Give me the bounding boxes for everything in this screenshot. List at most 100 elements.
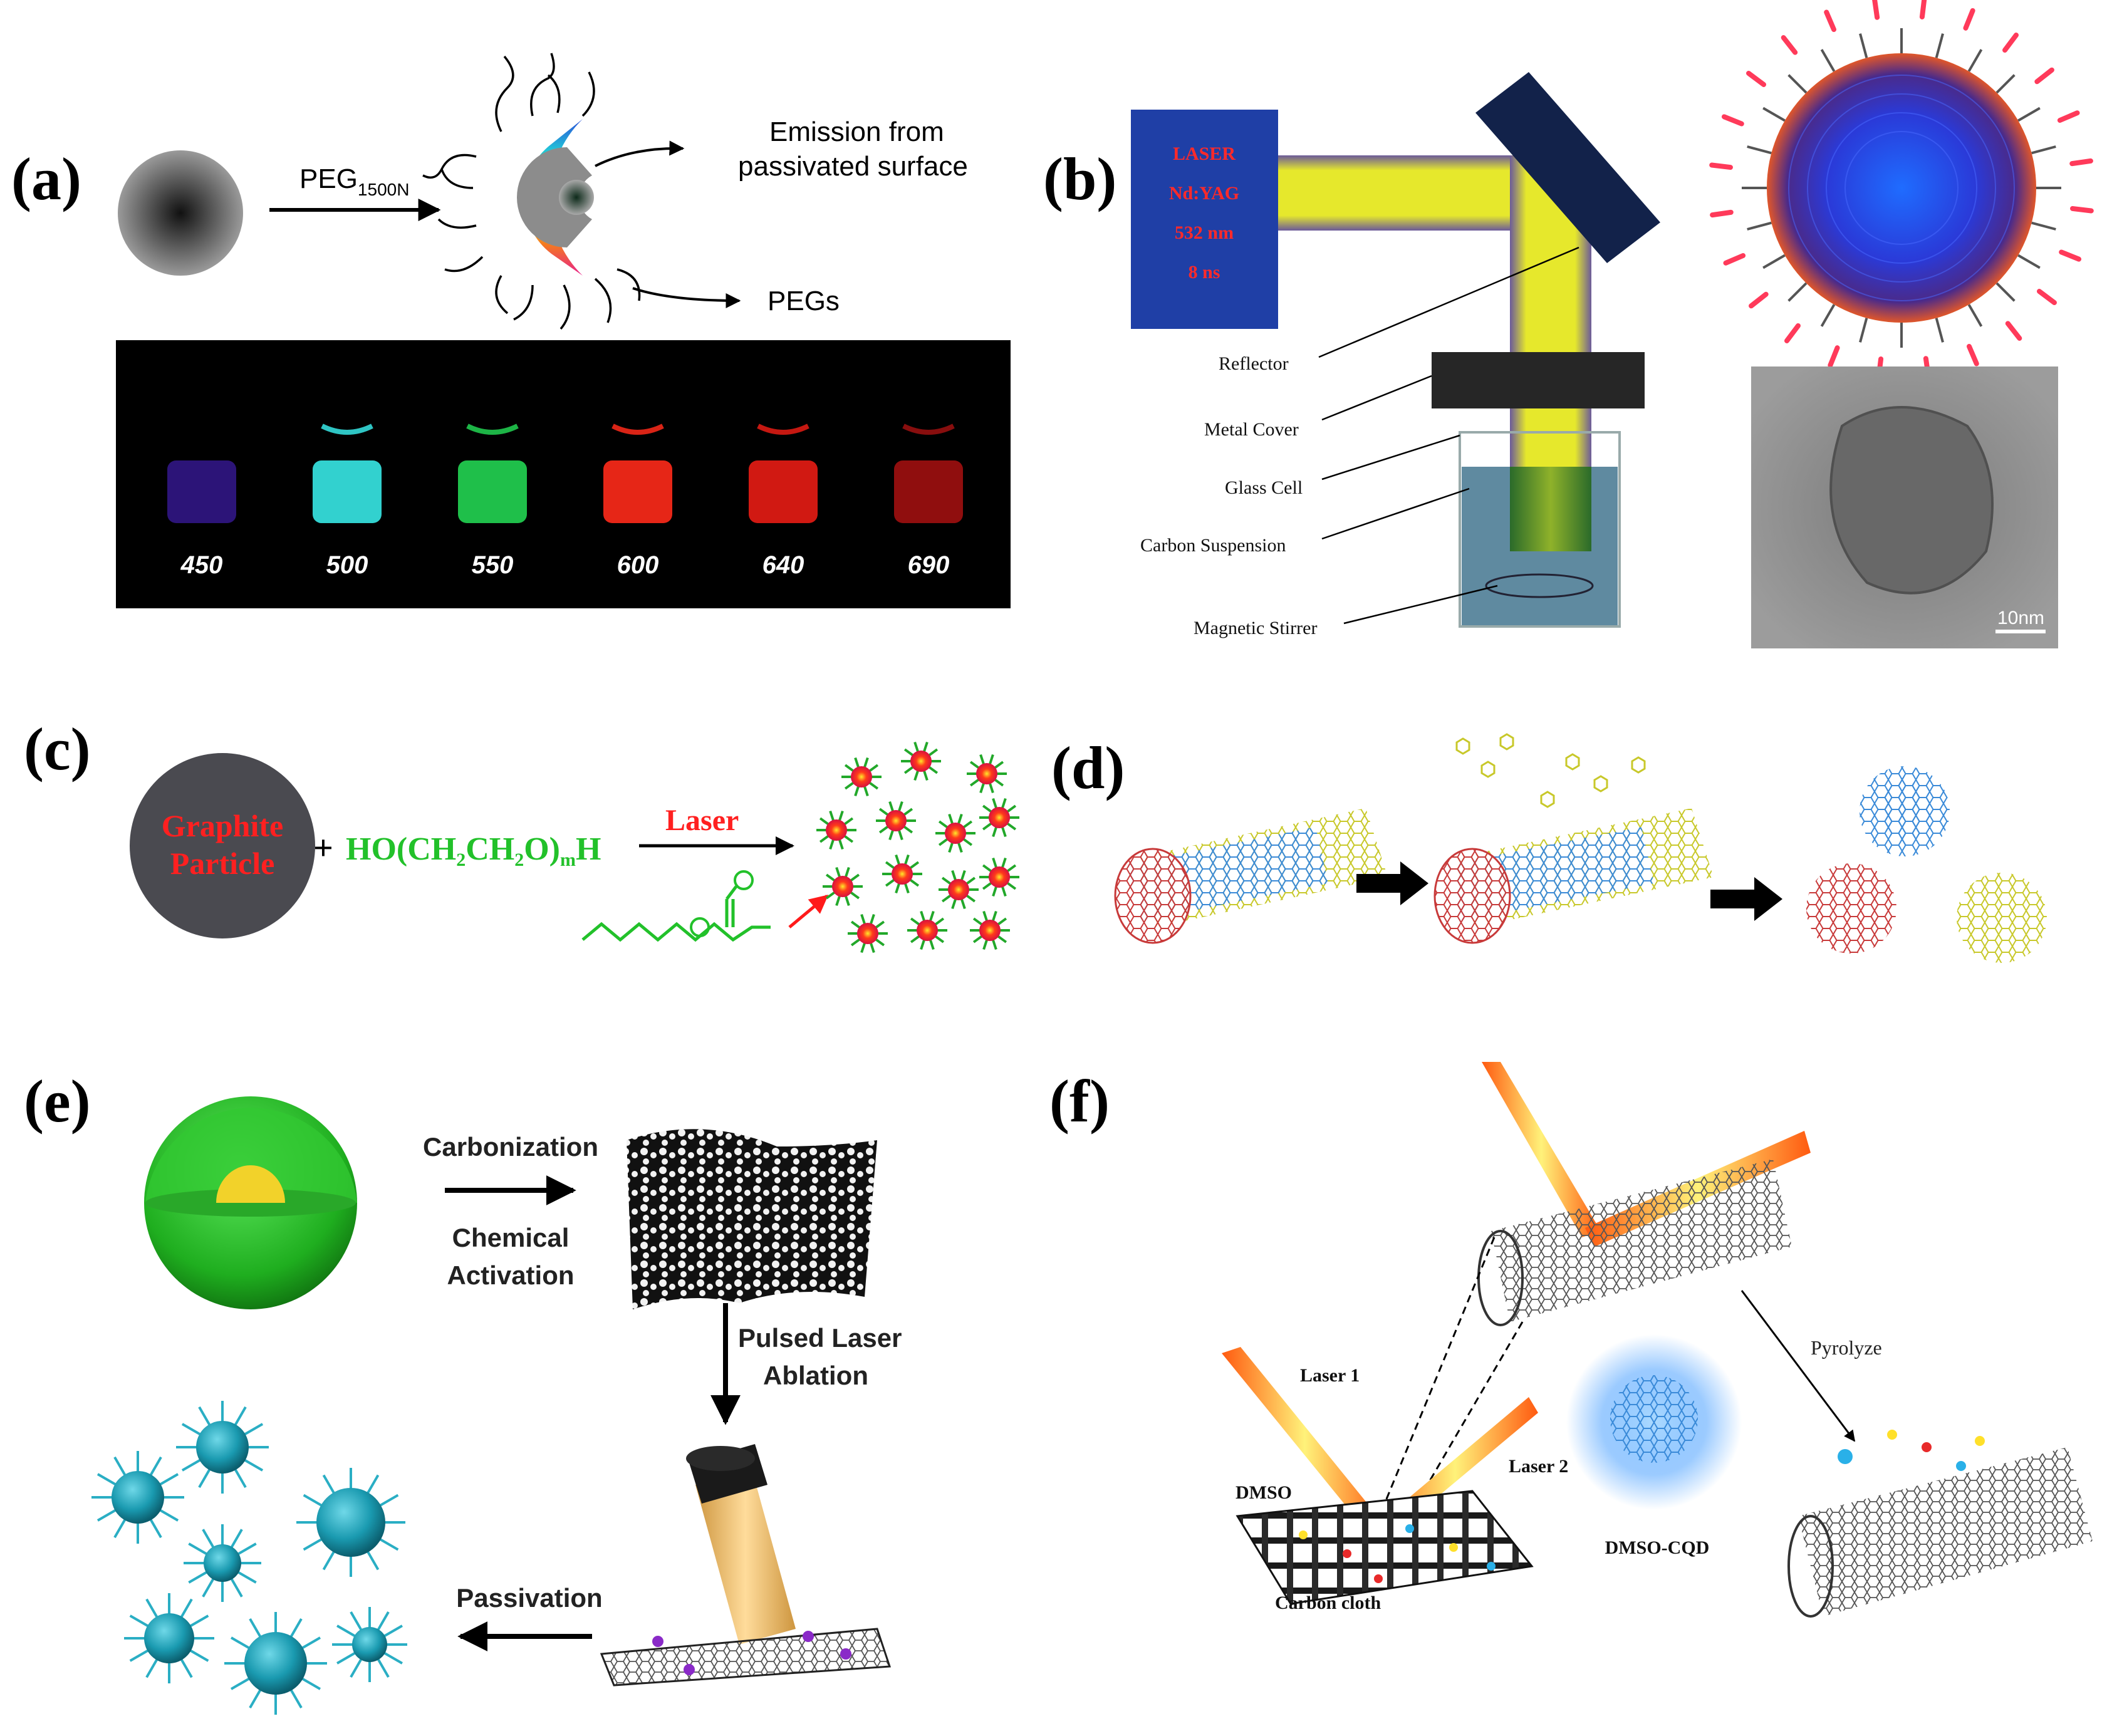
emission-arrow-red: [1963, 8, 1975, 31]
emission-arrow-red: [1824, 9, 1836, 33]
wavelength-label-500: 500: [326, 551, 368, 579]
cqd-dot: [910, 751, 932, 772]
wavelength-label-450: 450: [180, 551, 223, 579]
fluorescence-photo: [116, 340, 1011, 608]
passivated-cqd: [112, 1471, 164, 1524]
passivated-sphere-b: [1709, 0, 2094, 380]
process-arrow-d1: [1356, 861, 1428, 905]
ligand-stub: [1995, 74, 2016, 94]
tem-particle: [1829, 406, 1994, 595]
nanotube-upper-rim: [1477, 1230, 1524, 1326]
cqd-dot: [989, 807, 1010, 828]
vial-meniscus-600: [611, 424, 664, 435]
laser-source-box: [1131, 110, 1278, 329]
graphene-flake-yellow: [1957, 873, 2047, 963]
panel-label-b: (b): [1043, 145, 1116, 212]
emission-arrow-red: [1723, 253, 1746, 266]
graphite-label-line2: Particle: [170, 846, 275, 881]
laser-beam-top: [1482, 1062, 1601, 1237]
emission-arrow-red: [1749, 291, 1769, 309]
panel-f: (f) Pyrolyze Laser 1 Laser 2 DMSO Carbo: [1049, 1062, 2093, 1618]
cqd-dot: [832, 876, 853, 897]
emission-arrow-red: [2070, 205, 2094, 214]
ligand-stub: [1859, 33, 1868, 58]
emission-arrow-red: [1828, 345, 1840, 368]
ligand-stub: [1820, 304, 1836, 327]
ligand-stub: [2031, 221, 2056, 231]
passivated-cqd: [196, 1421, 249, 1474]
process-arrow-d2: [1710, 877, 1782, 921]
emission-label-line2: passivated surface: [738, 151, 968, 182]
graphite-particle: [130, 753, 315, 938]
graphene-flake-blue: [1860, 766, 1950, 856]
reagent-label: PEG1500N: [299, 164, 409, 199]
peg-oxygen-atom: [690, 917, 710, 937]
ligand-stub: [1747, 221, 1772, 231]
emission-arrow-red: [2057, 110, 2080, 123]
emission-arrow-red: [1709, 162, 1733, 170]
zoom-lines: [1383, 1237, 1524, 1510]
vial-550: [458, 460, 527, 523]
passivated-cqd: [204, 1544, 241, 1582]
ligand-stub: [1967, 49, 1983, 72]
emission-arrow-red: [2036, 289, 2057, 306]
panel-label-a: (a): [11, 145, 81, 212]
emission-arrow-red: [1872, 0, 1880, 20]
emission-arrow-red: [2005, 321, 2022, 341]
cqd-dot: [976, 763, 997, 784]
emission-arrow-red: [2034, 67, 2054, 85]
ligand-stub: [1787, 282, 1808, 302]
emission-arrow-red: [2069, 158, 2093, 167]
carbonization-label: Carbonization: [423, 1132, 598, 1162]
passivated-cqd: [244, 1632, 307, 1695]
cqd-lattice: [1610, 1375, 1698, 1463]
ligand-stub: [1762, 107, 1786, 122]
peg-carbonyl-oxygen: [734, 870, 754, 890]
vial-meniscus-550: [466, 424, 519, 435]
metal-cover: [1432, 352, 1645, 408]
carbon-cloth-label: Carbon cloth: [1275, 1593, 1381, 1613]
cqd-dot: [892, 863, 913, 885]
pyrolyze-arrow: [1740, 1290, 1856, 1442]
vial-meniscus-500: [321, 424, 373, 435]
ligand-stub: [1762, 254, 1786, 269]
cqd-dot: [917, 920, 938, 941]
ligand-stub: [1859, 318, 1868, 343]
panel-e: (e) Carbonization Chemical Activation Pu…: [24, 1068, 902, 1715]
passivated-cqd: [316, 1488, 385, 1557]
nanotube-lower-molecules: [1838, 1430, 1985, 1471]
wavelength-label-690: 690: [908, 551, 950, 579]
panel-a: (a) PEG1500N: [11, 53, 1011, 608]
ligand-stub: [1787, 74, 1808, 94]
callout-magnetic-stirrer: Magnetic Stirrer: [1194, 618, 1317, 638]
ligand-stub: [2017, 254, 2041, 269]
callout-reflector: Reflector: [1219, 353, 1289, 374]
ligand-stub: [2017, 107, 2041, 122]
panel-label-c: (c): [24, 715, 91, 782]
vial-500: [313, 460, 382, 523]
ligand-stub: [1967, 304, 1983, 327]
ligand-stub: [1935, 33, 1944, 58]
cloth-molecules: [1299, 1524, 1496, 1583]
cqd-dot: [851, 766, 872, 787]
laser-beam-1: [1222, 1347, 1388, 1538]
vial-meniscus-690: [902, 424, 955, 435]
laser2-label: Laser 2: [1509, 1456, 1568, 1477]
nanotube-upper: [1491, 1159, 1792, 1322]
laser-label-c: Laser: [665, 804, 739, 837]
pulsed-laser-label: Pulsed Laser: [738, 1323, 902, 1353]
ablation-label: Ablation: [763, 1361, 868, 1390]
emission-arrow-red: [2059, 249, 2082, 262]
laser-text-2: Nd:YAG: [1169, 183, 1239, 204]
emission-arrow-red: [2002, 33, 2019, 53]
cqd-dot: [989, 866, 1010, 888]
emission-arrow-red: [1784, 323, 1801, 343]
laser-text-1: LASER: [1173, 143, 1236, 164]
passivated-cqd: [144, 1613, 194, 1663]
emission-label-line1: Emission from: [769, 117, 944, 147]
pegs-label: PEGs: [767, 286, 840, 316]
core-shell-sphere: [144, 1096, 357, 1309]
pegs-arrow: [632, 287, 741, 308]
red-pointer-arrow: [788, 895, 829, 928]
